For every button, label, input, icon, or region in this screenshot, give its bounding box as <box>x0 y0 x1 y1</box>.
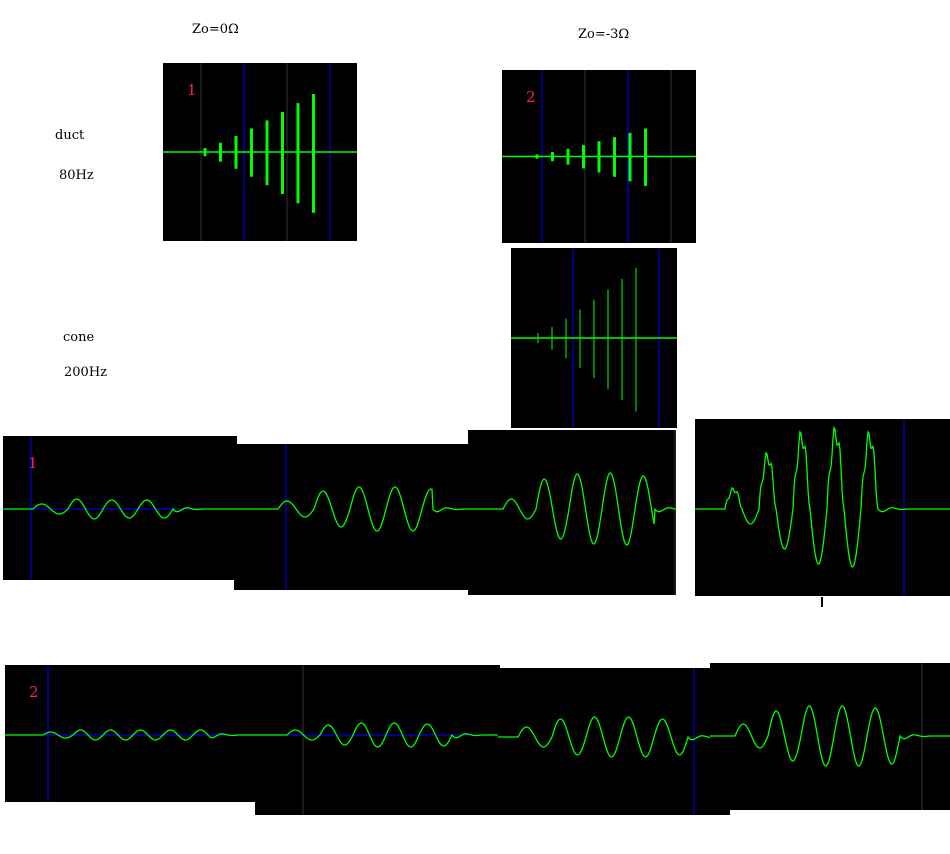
cone-label: cone <box>63 330 95 345</box>
waveform-trace <box>5 729 255 741</box>
cone-frequency-label: 200Hz <box>64 365 107 380</box>
cone-zo-3-scope-1: 2 <box>5 665 255 802</box>
cone-zo0-scope-4 <box>695 419 950 596</box>
cone-zo-3-scope-3 <box>498 668 730 815</box>
tick-mark <box>821 597 823 607</box>
duct-label: duct <box>55 128 85 143</box>
waveform-trace <box>695 425 950 568</box>
waveform-trace <box>498 716 730 758</box>
duct-zo-3-scope: 2 <box>502 70 696 243</box>
cone-spectrum-scope <box>511 248 677 428</box>
waveform-trace <box>255 722 500 748</box>
waveform-trace <box>468 472 676 546</box>
cone-zo0-scope-3 <box>468 430 676 595</box>
channel2-marker: 2 <box>29 683 39 701</box>
zo-0-label: Zo=0Ω <box>192 22 239 37</box>
cone-zo0-scope-1: 1 <box>3 436 237 580</box>
zo-neg3-label: Zo=-3Ω <box>578 27 630 42</box>
cone-zo-3-scope-2 <box>255 665 500 815</box>
channel1-marker: 1 <box>187 81 197 99</box>
channel2-marker: 2 <box>526 88 536 106</box>
cone-zo0-scope-2 <box>234 444 470 590</box>
waveform-trace <box>234 486 470 532</box>
cone-zo-3-scope-4 <box>710 663 950 810</box>
waveform-trace <box>710 705 950 767</box>
channel1-marker: 1 <box>28 454 38 472</box>
duct-zo0-scope: 1 <box>163 63 357 241</box>
duct-frequency-label: 80Hz <box>59 168 94 183</box>
waveform-trace <box>3 498 237 520</box>
